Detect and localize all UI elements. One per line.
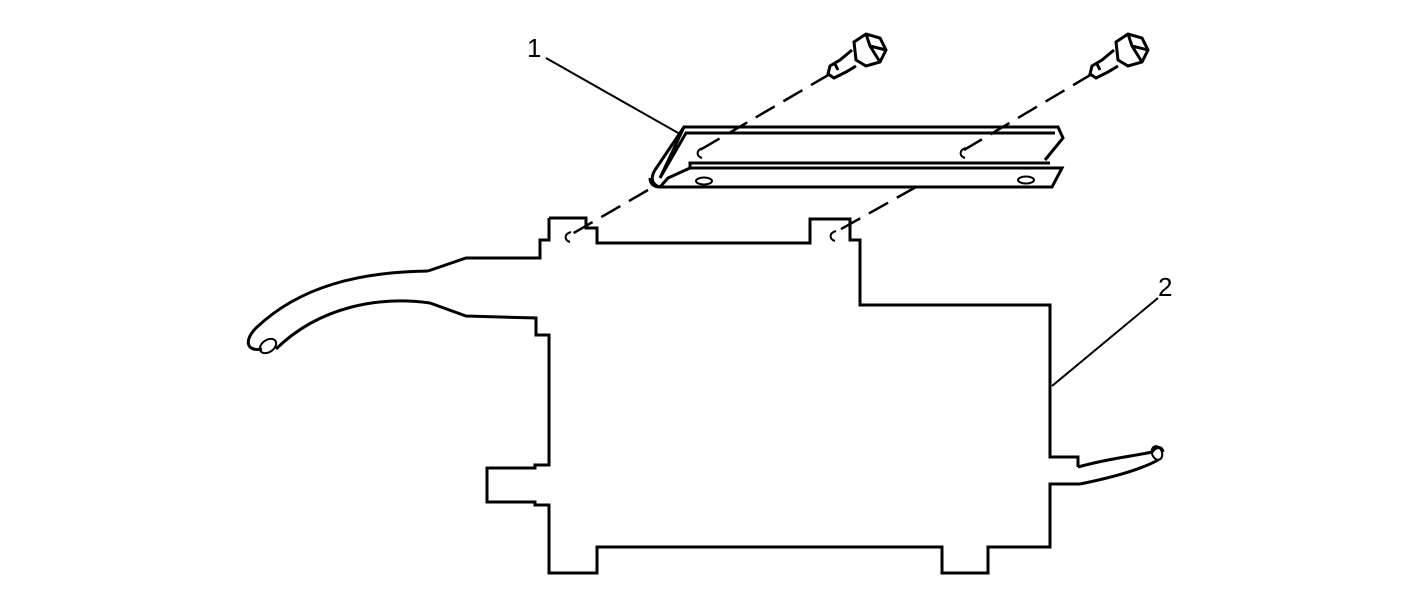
bolt-left-head — [852, 32, 888, 68]
alignment-lines — [571, 72, 1093, 236]
bracket-hole-left — [695, 176, 713, 186]
alignment-line-bolt-left — [699, 72, 831, 152]
callout-label-1: 1 — [527, 33, 541, 63]
leader-line-1 — [545, 57, 681, 135]
alignment-line-bolt-right — [963, 72, 1093, 152]
bolt-left — [826, 32, 888, 80]
callout-2: 2 — [1051, 272, 1172, 387]
alignment-line-hole-right — [833, 185, 917, 235]
bolt-left-shank — [826, 48, 857, 80]
right-hose-opening — [1150, 445, 1164, 461]
bolt-right — [1088, 32, 1150, 80]
housing — [246, 216, 1165, 575]
left-hose — [246, 269, 431, 351]
bracket-fold — [650, 126, 691, 189]
housing-outline — [427, 216, 1080, 575]
bracket-hole-right — [1017, 175, 1035, 185]
bracket-outline — [648, 125, 1065, 189]
housing-hole-left — [564, 231, 572, 243]
callout-label-2: 2 — [1158, 272, 1172, 302]
bolt-right-shank — [1088, 48, 1119, 80]
leader-line-2 — [1051, 297, 1159, 387]
left-hose-opening — [258, 337, 278, 355]
bolt-right-head — [1114, 32, 1150, 68]
housing-hole-right — [829, 230, 837, 242]
bracket — [648, 125, 1065, 189]
callout-1: 1 — [527, 33, 681, 135]
right-hose — [1077, 446, 1165, 486]
alignment-line-hole-left — [571, 188, 649, 236]
